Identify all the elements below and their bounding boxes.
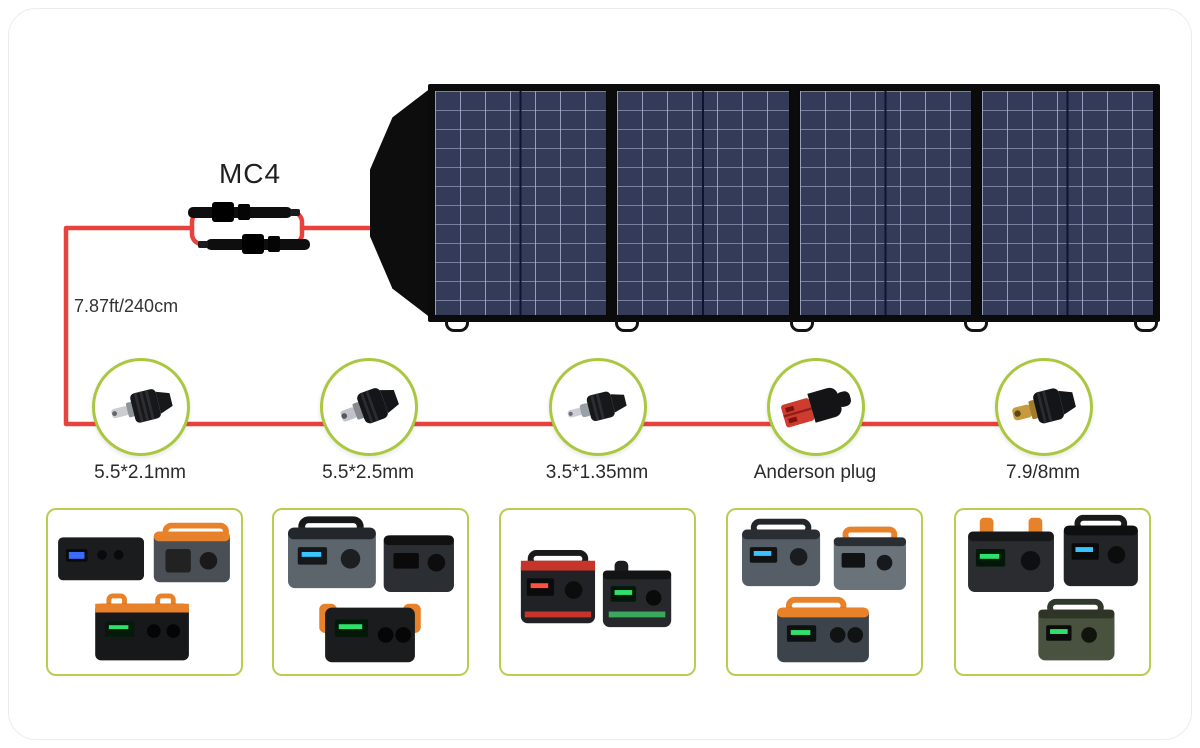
solar-panel-section: [980, 90, 1154, 316]
panel-grommet: [615, 320, 639, 332]
anderson-plug-icon: [781, 387, 852, 428]
power-station-illustration: [288, 516, 454, 663]
product-card-2: [272, 508, 469, 676]
connector-circle-5.5x2.1: [92, 358, 190, 456]
power-station-illustration: [58, 522, 230, 661]
connector-label: 5.5*2.5mm: [322, 462, 414, 483]
connector-label: 3.5*1.35mm: [545, 462, 649, 483]
mc4-connector-pair-icon: [188, 202, 310, 254]
panel-grommet: [1134, 320, 1158, 332]
connector-label: Anderson plug: [753, 462, 877, 483]
connector-circle-3.5x1.35: [549, 358, 647, 456]
dc-slim-plug-icon: [567, 391, 627, 422]
mc4-label: MC4: [218, 158, 282, 189]
panel-grommet: [964, 320, 988, 332]
product-card-3: [499, 508, 696, 676]
connector-label: 5.5*2.1mm: [94, 462, 186, 483]
connector-circle-anderson: [767, 358, 865, 456]
panel-grommet: [445, 320, 469, 332]
product-card-4: [726, 508, 923, 676]
connector-label: 7.9/8mm: [1006, 462, 1080, 483]
dc-barrel-plug-icon: [340, 388, 399, 424]
dc-large-plug-icon: [1012, 388, 1076, 424]
cable-length-label: 7.87ft/240cm: [74, 296, 179, 316]
product-card-1: [46, 508, 243, 676]
solar-panel-folded-flap: [370, 84, 436, 322]
connector-circle-7.9-8: [995, 358, 1093, 456]
solar-panel-section: [798, 90, 972, 316]
product-card-5: [954, 508, 1151, 676]
panel-grommet: [790, 320, 814, 332]
power-station-illustration: [968, 514, 1138, 661]
solar-panel-sections: [428, 84, 1160, 322]
solar-panel-section: [616, 90, 790, 316]
solar-panel: [370, 84, 1160, 332]
dc-barrel-plug-icon: [111, 389, 173, 423]
connector-circle-5.5x2.5: [320, 358, 418, 456]
power-station-illustration: [742, 518, 907, 663]
power-station-illustration: [520, 550, 672, 628]
solar-panel-section: [434, 90, 608, 316]
